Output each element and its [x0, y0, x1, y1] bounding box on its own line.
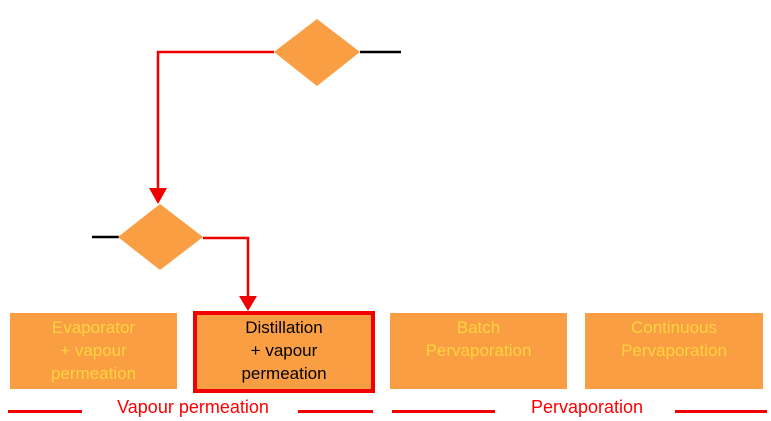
- legend-divider-line: [298, 410, 373, 413]
- box-continuous-pervaporation: Continuous Pervaporation: [585, 313, 763, 389]
- box-distillation-vapour-permeation-selected: Distillation + vapour permeation: [193, 311, 375, 393]
- box-text-line: Evaporator: [51, 318, 136, 337]
- box-text-line: permeation: [241, 364, 327, 383]
- box-text-line: + vapour: [250, 341, 318, 360]
- legend-label-pervaporation: Pervaporation: [530, 397, 644, 417]
- box-text-line: permeation: [50, 364, 137, 383]
- box-evaporator-vapour-permeation: Evaporator + vapour permeation: [10, 313, 177, 389]
- box-text-line: Batch: [456, 318, 501, 337]
- top-to-middle-connector: [156, 50, 274, 190]
- arrowhead-into-middle-diamond-icon: [149, 188, 167, 204]
- arrowhead-into-distillation-box-icon: [239, 296, 257, 311]
- legend-divider-line: [675, 410, 767, 413]
- box-batch-pervaporation: Batch Pervaporation: [390, 313, 567, 389]
- box-text-line: Distillation: [245, 318, 323, 337]
- box-text-line: Pervaporation: [621, 341, 727, 360]
- decision-diamond-top: [274, 19, 360, 86]
- box-text-line: Pervaporation: [425, 341, 532, 360]
- legend-divider-line: [392, 410, 495, 413]
- box-text-line: + vapour: [60, 341, 127, 360]
- legend-label-vapour-permeation: Vapour permeation: [117, 397, 269, 417]
- box-text-line: Continuous: [630, 318, 717, 337]
- decision-diamond-middle: [118, 204, 203, 270]
- middle-to-box-connector: [203, 236, 250, 296]
- legend-divider-line: [8, 410, 82, 413]
